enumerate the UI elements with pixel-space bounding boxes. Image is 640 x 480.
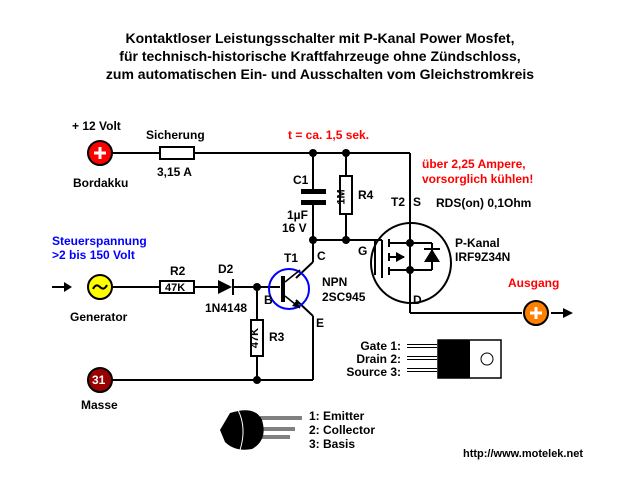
capacitor-plate-bottom — [301, 200, 326, 205]
t2-drain-label: D — [413, 293, 422, 307]
control-voltage-line-2: >2 bis 150 Volt — [52, 248, 135, 262]
to92-package-icon — [220, 409, 302, 451]
control-voltage-line-1: Steuerspannung — [52, 234, 147, 248]
t2-warning-line-2: vorsorglich kühlen! — [422, 172, 534, 186]
title-line-3: zum automatischen Ein- und Ausschalten v… — [105, 66, 535, 82]
generator-label: Generator — [70, 310, 128, 324]
t2-gate-label: G — [358, 244, 368, 258]
d2-part-label: 1N4148 — [205, 301, 248, 315]
t1-emitter-label: E — [316, 316, 325, 330]
to220-package-icon — [407, 339, 502, 379]
t2-warning-line-1: über 2,25 Ampere, — [422, 157, 526, 171]
transistor-t1-base-bar — [281, 276, 285, 302]
title-line-2: für technisch-historische Kraftfahrzeuge… — [119, 48, 521, 64]
t1-type-label: NPN — [322, 275, 348, 289]
wire-emitter-diag — [295, 299, 314, 317]
mosfet-channel-arrow — [396, 252, 405, 262]
d2-name-label: D2 — [218, 262, 234, 276]
t2-type-label: P-Kanal — [455, 236, 500, 250]
to92-pin-basis: 3: Basis — [309, 437, 356, 451]
ground-symbol-label: 31 — [92, 373, 106, 387]
c1-voltage-label: 16 V — [282, 221, 307, 235]
output-label: Ausgang — [508, 276, 560, 290]
r3-name-label: R3 — [269, 330, 285, 344]
resistor-r4-body — [339, 175, 353, 215]
footer-url-link[interactable]: http://www.motelek.net — [463, 448, 583, 460]
transistor-t1-circle — [268, 268, 310, 310]
to220-pin-drain: Drain 2: — [356, 352, 401, 366]
diode-d2-triangle — [218, 280, 232, 294]
t1-collector-label: C — [317, 249, 326, 263]
t1-part-label: 2SC945 — [322, 290, 366, 304]
fuse-name-label: Sicherung — [146, 128, 205, 142]
t2-source-label: S — [413, 195, 422, 209]
mosfet-body-diode — [424, 249, 440, 262]
t2-part-label: IRF9Z34N — [455, 250, 511, 264]
c1-value-label: 1µF — [287, 208, 308, 222]
c1-name-label: C1 — [293, 173, 309, 187]
ground-terminal-icon — [87, 367, 113, 393]
t1-base-label: B — [264, 293, 273, 307]
title-line-1: Kontaktloser Leistungsschalter mit P-Kan… — [125, 30, 515, 46]
transistor-t1-emitter-arrow — [292, 300, 300, 308]
capacitor-plate-top — [301, 189, 326, 194]
t2-rds-label: RDS(on) 0,1Ohm — [436, 196, 532, 210]
to220-pin-gate: Gate 1: — [360, 339, 401, 353]
to220-pin-source: Source 3: — [346, 365, 401, 379]
resistor-r2-body — [159, 280, 195, 294]
battery-voltage-label: + 12 Volt — [72, 119, 121, 133]
fuse-symbol — [159, 146, 195, 160]
mosfet-t2-circle — [370, 222, 452, 304]
battery-name-label: Bordakku — [73, 176, 129, 190]
timing-label: t = ca. 1,5 sek. — [288, 128, 370, 142]
junction-dots — [253, 149, 414, 384]
r2-value-label: 47K — [165, 282, 186, 294]
wire-collector-diag — [295, 261, 314, 279]
ground-name-label: Masse — [81, 398, 118, 412]
fuse-rating-label: 3,15 A — [157, 165, 192, 179]
r4-name-label: R4 — [358, 188, 374, 202]
r4-value-label: 1M — [335, 189, 348, 205]
r3-value-label: 47K — [249, 327, 262, 349]
to92-pin-collector: 2: Collector — [309, 423, 376, 437]
output-arrow-icon — [563, 308, 573, 318]
r2-name-label: R2 — [170, 264, 186, 278]
ac-symbol-icon — [92, 284, 108, 290]
t2-name-label: T2 — [391, 195, 406, 209]
resistor-r3-body — [250, 319, 264, 357]
t1-name-label: T1 — [284, 251, 299, 265]
input-arrow-icon — [64, 282, 72, 292]
to92-pin-emitter: 1: Emitter — [309, 409, 365, 423]
